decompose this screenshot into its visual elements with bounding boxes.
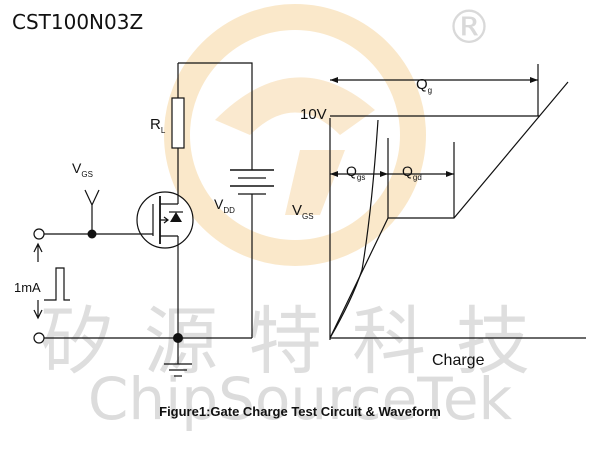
gate-terminal: [33, 228, 45, 240]
vgs-probe-icon: [84, 189, 100, 234]
english-watermark: ChipSourceTek: [87, 365, 513, 433]
rl-label: RL: [150, 116, 166, 135]
ten-volt-label: 10V: [300, 106, 327, 123]
current-source-label: 1mA: [14, 280, 41, 295]
qg-label: Qg: [416, 76, 433, 95]
vgs-curve: [329, 81, 569, 339]
pulse-waveform: [44, 267, 70, 301]
vdd-label: VDD: [214, 196, 235, 215]
charge-axis-label: Charge: [432, 352, 485, 369]
vgs-curve-secondary: [329, 119, 379, 339]
ground-icon: [164, 338, 192, 377]
qgs-label: Qgs: [346, 163, 366, 182]
figure-caption: Figure1:Gate Charge Test Circuit & Wavef…: [159, 404, 441, 419]
qgd-label: Qgd: [402, 163, 422, 182]
waveform-vgs-label: VGS: [292, 202, 314, 221]
vgs-probe-label: VGS: [72, 160, 93, 179]
ground-terminal: [33, 332, 45, 344]
chinese-watermark: 矽源特科技: [40, 299, 560, 385]
top-wire: [178, 62, 253, 170]
part-number: CST100N03Z: [12, 10, 144, 34]
pulse-icon: [33, 242, 43, 320]
registered-mark-icon: ®: [446, 0, 492, 54]
vdd-battery-icon: [230, 169, 274, 338]
